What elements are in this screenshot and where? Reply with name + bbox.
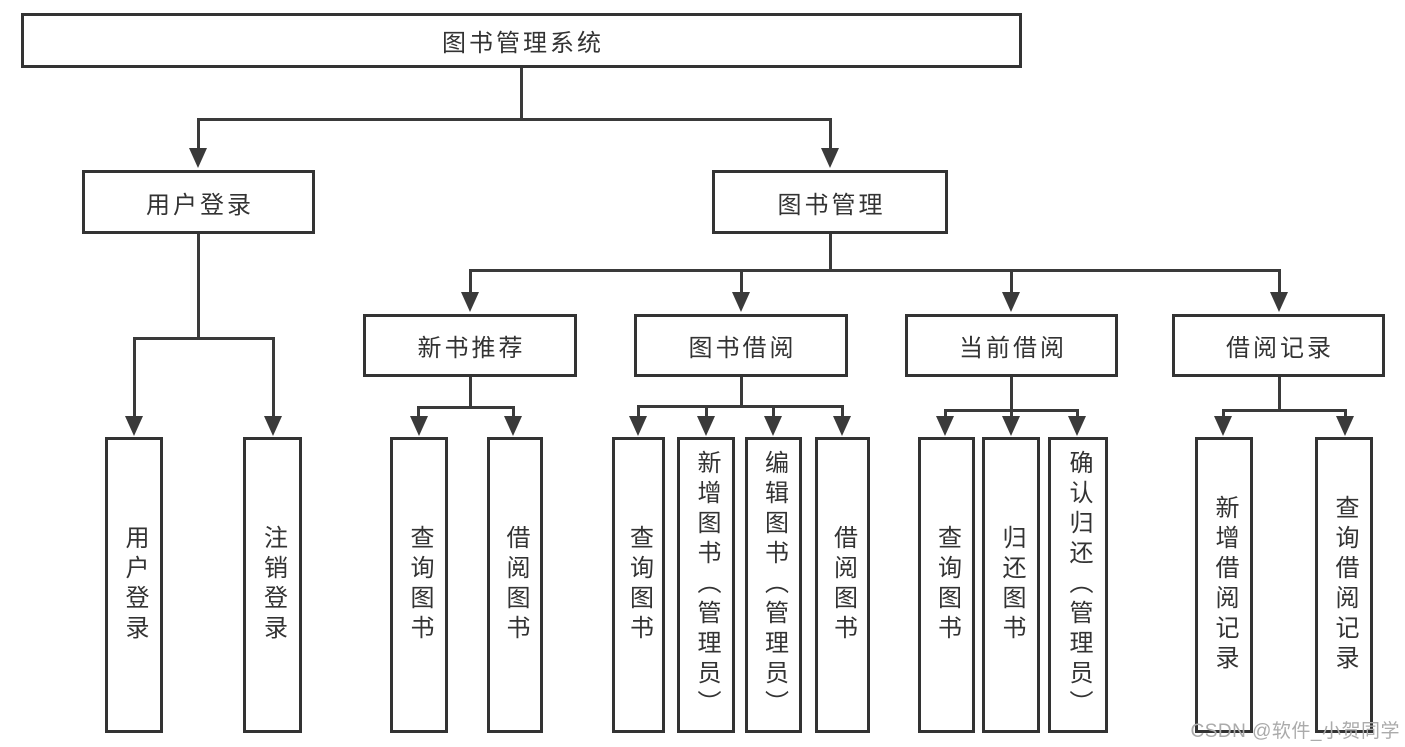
connector-line — [520, 68, 523, 121]
leaf-user-login: 用户登录 — [105, 437, 163, 733]
arrow-down-icon — [1214, 416, 1232, 436]
connector-line — [197, 118, 200, 150]
node-borrowing-records: 借阅记录 — [1172, 314, 1385, 377]
leaf-add-borrow-record: 新增借阅记录 — [1195, 437, 1253, 733]
arrow-down-icon — [461, 292, 479, 312]
leaf-label: 借阅图书 — [502, 525, 529, 645]
connector-line — [469, 269, 1281, 272]
arrow-down-icon — [1068, 416, 1086, 436]
connector-line — [772, 405, 775, 418]
connector-line — [1222, 409, 1346, 412]
node-book-management: 图书管理 — [712, 170, 948, 234]
arrow-down-icon — [504, 416, 522, 436]
connector-line — [740, 269, 743, 295]
arrow-down-icon — [1270, 292, 1288, 312]
leaf-label: 借阅图书 — [829, 525, 857, 645]
leaf-logout: 注销登录 — [243, 437, 302, 733]
connector-line — [1010, 409, 1013, 418]
connector-line — [1278, 377, 1281, 411]
leaf-query-books-recommend: 查询图书 — [390, 437, 448, 733]
arrow-down-icon — [1002, 292, 1020, 312]
connector-line — [197, 234, 200, 339]
leaf-confirm-return-admin: 确认归还（管理员） — [1048, 437, 1108, 733]
connector-line — [637, 405, 843, 408]
connector-line — [272, 337, 275, 418]
connector-line — [829, 234, 832, 271]
connector-line — [469, 377, 472, 408]
connector-line — [637, 405, 640, 418]
arrow-down-icon — [697, 416, 715, 436]
connector-line — [944, 409, 947, 418]
connector-line — [133, 337, 136, 418]
leaf-query-books-borrowing: 查询图书 — [612, 437, 665, 733]
node-new-book-recommendation: 新书推荐 — [363, 314, 577, 377]
leaf-add-book-admin: 新增图书（管理员） — [677, 437, 735, 733]
leaf-return-book: 归还图书 — [982, 437, 1040, 733]
leaf-label: 查询图书 — [406, 525, 433, 645]
connector-line — [1344, 409, 1347, 418]
connector-line — [841, 405, 844, 418]
connector-line — [705, 405, 708, 418]
connector-line — [417, 406, 420, 418]
leaf-query-borrow-record: 查询借阅记录 — [1315, 437, 1373, 733]
connector-line — [512, 406, 515, 418]
leaf-label: 查询图书 — [625, 525, 653, 645]
leaf-edit-book-admin: 编辑图书（管理员） — [745, 437, 802, 733]
leaf-label: 注销登录 — [259, 525, 287, 645]
connector-line — [1278, 269, 1281, 295]
arrow-down-icon — [764, 416, 782, 436]
arrow-down-icon — [410, 416, 428, 436]
arrow-down-icon — [125, 416, 143, 436]
connector-line — [197, 118, 831, 121]
leaf-label: 归还图书 — [998, 525, 1025, 645]
connector-line — [740, 377, 743, 407]
connector-line — [1222, 409, 1225, 418]
leaf-label: 用户登录 — [121, 525, 148, 645]
arrow-down-icon — [833, 416, 851, 436]
csdn-watermark: CSDN @软件_小贺同学 — [1190, 721, 1400, 742]
arrow-down-icon — [821, 148, 839, 168]
leaf-label: 新增图书（管理员） — [693, 450, 720, 720]
node-book-borrowing: 图书借阅 — [634, 314, 848, 377]
connector-line — [417, 406, 514, 409]
arrow-down-icon — [1002, 416, 1020, 436]
arrow-down-icon — [732, 292, 750, 312]
connector-line — [1010, 377, 1013, 411]
arrow-down-icon — [936, 416, 954, 436]
connector-line — [1076, 409, 1079, 418]
node-current-borrowing: 当前借阅 — [905, 314, 1118, 377]
arrow-down-icon — [264, 416, 282, 436]
connector-line — [133, 337, 275, 340]
leaf-label: 查询图书 — [933, 525, 961, 645]
leaf-query-books-current: 查询图书 — [918, 437, 975, 733]
leaf-label: 编辑图书（管理员） — [760, 450, 788, 720]
connector-line — [829, 118, 832, 150]
node-user-login: 用户登录 — [82, 170, 315, 234]
arrow-down-icon — [189, 148, 207, 168]
leaf-label: 查询借阅记录 — [1331, 495, 1358, 675]
arrow-down-icon — [1336, 416, 1354, 436]
leaf-borrow-books-recommend: 借阅图书 — [487, 437, 543, 733]
node-library-management-system: 图书管理系统 — [21, 13, 1022, 68]
leaf-label: 新增借阅记录 — [1211, 495, 1238, 675]
leaf-borrow-books: 借阅图书 — [815, 437, 870, 733]
leaf-label: 确认归还（管理员） — [1065, 450, 1092, 720]
arrow-down-icon — [629, 416, 647, 436]
connector-line — [469, 269, 472, 295]
connector-line — [1010, 269, 1013, 295]
